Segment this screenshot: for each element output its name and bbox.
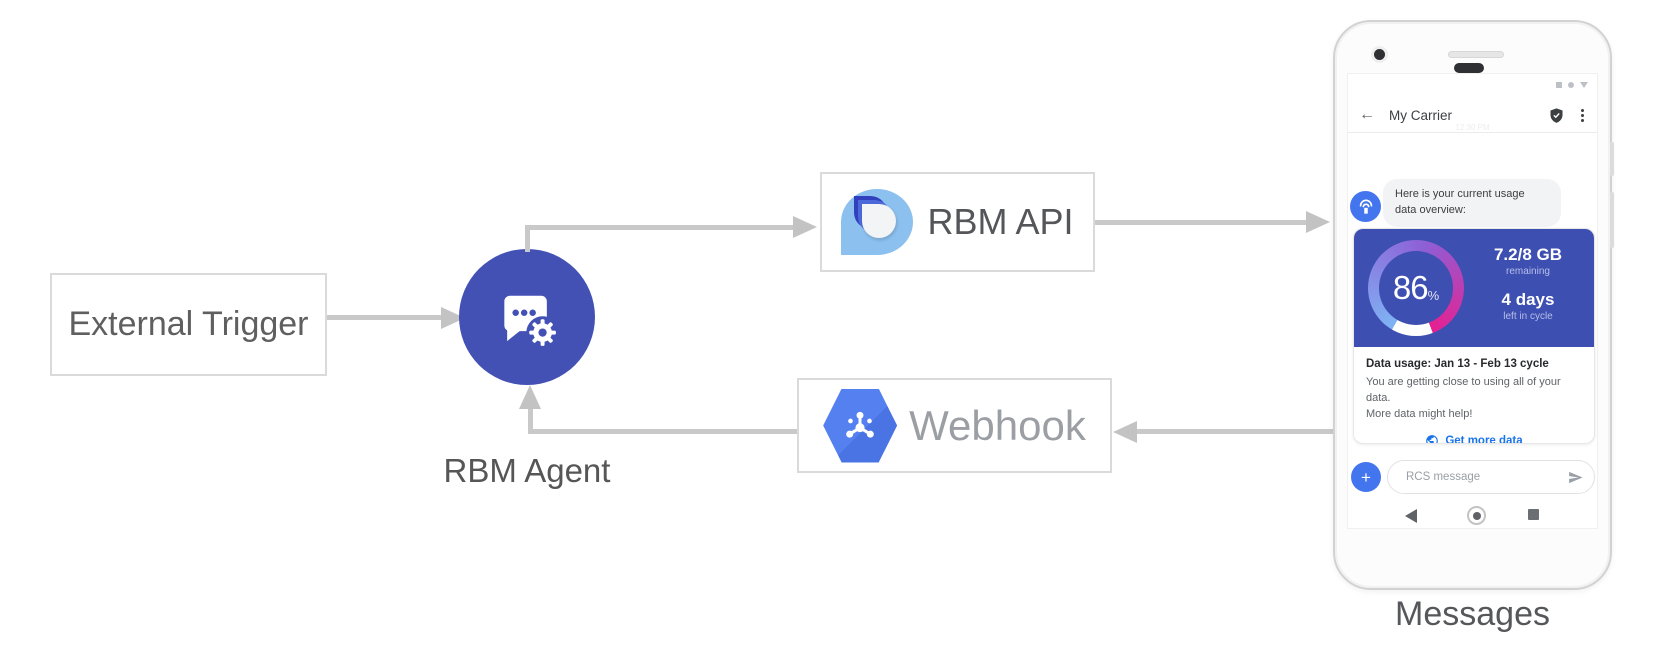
usage-percent-sign: % (1427, 287, 1440, 303)
conversation-header: ← My Carrier (1348, 98, 1597, 133)
rbm-api-label: RBM API (927, 201, 1074, 242)
usage-card-body: Data usage: Jan 13 - Feb 13 cycle You ar… (1354, 347, 1594, 444)
overflow-menu-icon[interactable] (1579, 107, 1586, 124)
compose-bar (1387, 460, 1595, 494)
arrow-trigger-to-agent (327, 315, 443, 320)
arrowhead-phone-to-webhook (1113, 421, 1137, 443)
webhook-label: Webhook (909, 401, 1086, 449)
usage-facts: 7.2/8 GB remaining 4 days left in cycle (1470, 245, 1586, 322)
arrow-api-to-phone (1095, 220, 1308, 225)
nav-recents-icon[interactable] (1528, 509, 1539, 520)
data-remaining-value: 7.2/8 GB (1493, 245, 1563, 264)
front-camera (1374, 49, 1385, 60)
usage-percent-value: 86 (1392, 269, 1429, 306)
days-left-caption: left in cycle (1503, 311, 1553, 322)
volume-button (1610, 192, 1614, 248)
phone-mockup: ← My Carrier 12:30 PM Here is your curr (1333, 20, 1614, 590)
usage-card-hero: 86 % 7.2/8 GB remaining 4 days left in c… (1354, 229, 1594, 347)
back-arrow-icon[interactable]: ← (1359, 106, 1375, 123)
carrier-agent-avatar (1350, 191, 1381, 222)
arrow-webhook-to-agent (528, 429, 797, 434)
status-square-icon (1556, 82, 1562, 88)
bubble-line-2: data overview: (1395, 203, 1466, 216)
usage-card-title: Data usage: Jan 13 - Feb 13 cycle (1366, 358, 1549, 370)
chat-bubble: Here is your current usage data overview… (1383, 179, 1561, 227)
webhook-box: Webhook (797, 378, 1112, 473)
status-bar (1556, 82, 1588, 88)
status-circle-icon (1568, 82, 1574, 88)
bubble-line-1: Here is your current usage (1395, 188, 1525, 200)
rbm-agent-label: RBM Agent (443, 452, 611, 489)
arrowhead-webhook-to-agent (519, 385, 541, 409)
usage-rich-card: 86 % 7.2/8 GB remaining 4 days left in c… (1353, 228, 1595, 444)
data-remaining-caption: remaining (1506, 266, 1550, 277)
broadcast-antenna-icon (1359, 199, 1372, 214)
earpiece-speaker (1448, 51, 1504, 58)
rbm-api-box: RBM API (820, 172, 1095, 272)
status-triangle-icon (1580, 82, 1588, 88)
days-left-value: 4 days (1501, 290, 1555, 309)
rbm-api-logo-icon (841, 189, 914, 255)
phone-screen: ← My Carrier 12:30 PM Here is your curr (1347, 73, 1598, 529)
external-trigger-label: External Trigger (68, 305, 309, 343)
pubsub-hexagon-icon (823, 388, 898, 463)
usage-gauge-center: 86 % (1379, 251, 1453, 325)
arrow-agent-to-api (525, 225, 795, 230)
external-trigger-box: External Trigger (50, 273, 327, 376)
attach-plus-button[interactable]: + (1351, 462, 1381, 492)
rcs-message-input[interactable] (1404, 470, 1567, 484)
messages-caption: Messages (1395, 595, 1550, 633)
android-nav-bar (1348, 504, 1597, 530)
message-timestamp: 12:30 PM (1455, 123, 1490, 132)
usage-gauge: 86 % (1368, 240, 1464, 336)
usage-card-line-1: You are getting close to using all of yo… (1366, 376, 1561, 404)
arrowhead-api-to-phone (1306, 211, 1330, 233)
arrow-agent-to-api-vertical (525, 227, 530, 252)
speaker-slot (1454, 63, 1484, 73)
arrowhead-agent-to-api (793, 216, 817, 238)
nav-back-icon[interactable] (1405, 509, 1417, 523)
verified-shield-icon (1550, 107, 1563, 123)
plus-icon: + (1361, 467, 1371, 487)
pubsub-hub-icon (846, 411, 874, 438)
arrow-phone-to-webhook (1137, 429, 1333, 434)
rbm-agent-node (459, 249, 595, 385)
usage-card-line-2: More data might help! (1366, 407, 1473, 420)
nav-home-icon[interactable] (1467, 506, 1486, 525)
power-button (1610, 142, 1614, 176)
globe-icon (1426, 434, 1439, 443)
get-more-data-action[interactable]: Get more data (1366, 434, 1582, 444)
get-more-data-label: Get more data (1445, 434, 1523, 444)
arrow-webhook-to-agent-vertical (528, 409, 533, 434)
chat-gear-icon (504, 295, 559, 349)
send-icon[interactable] (1567, 469, 1584, 486)
conversation-title: My Carrier (1389, 107, 1452, 123)
